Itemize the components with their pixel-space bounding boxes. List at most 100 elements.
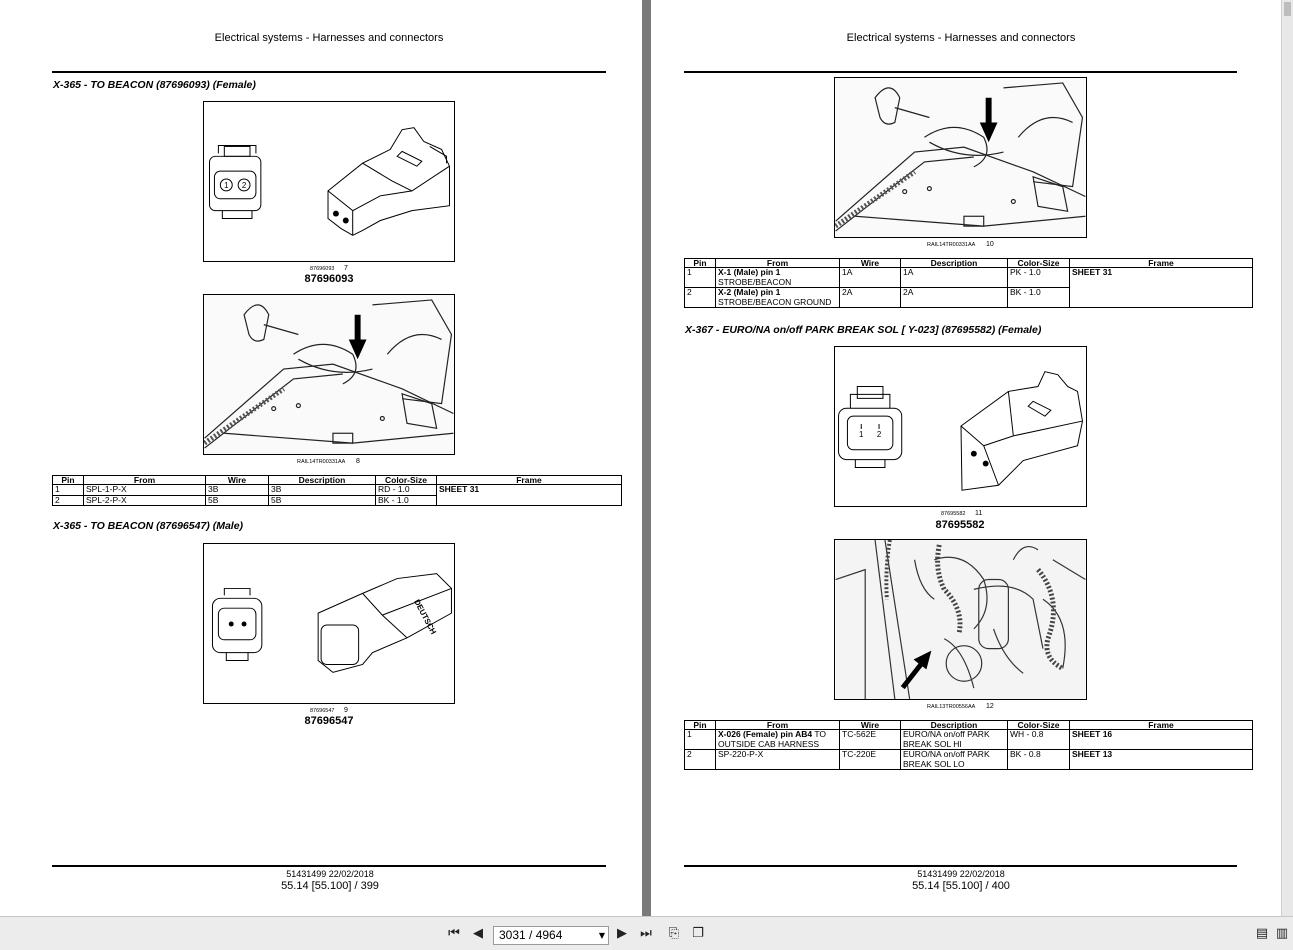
prev-page-icon[interactable]: ◀ <box>473 926 483 941</box>
from-circuit: STROBE/BEACON <box>718 276 792 287</box>
cell-color-size: BK - 1.0 <box>375 494 437 506</box>
cell-color-size: BK - 0.8 <box>1007 749 1070 770</box>
table-row: 1 SPL-1-P-X 3B 3B RD - 1.0 SHEET 31 <box>52 484 622 506</box>
pdf-page-right: Electrical systems - Harnesses and conne… <box>651 0 1281 916</box>
page-number-input[interactable]: 3031 / 4964 ▼ <box>493 926 609 945</box>
cell-from: SP-220-P-X <box>715 749 840 770</box>
cell-frame: SHEET 16 <box>1069 729 1253 750</box>
two-page-view-icon[interactable]: ❐ <box>692 926 704 941</box>
cell-wire: 2A <box>839 287 901 308</box>
last-page-icon[interactable]: ⏭ <box>640 926 652 941</box>
scrollbar-thumb[interactable] <box>1284 2 1291 16</box>
pin-2-label: 2 <box>877 430 881 439</box>
pointer-arrow <box>348 314 367 360</box>
figure-code: 87696547 <box>310 708 335 714</box>
vertical-scrollbar[interactable] <box>1281 0 1293 916</box>
location-photo <box>203 294 455 455</box>
col-header: Description <box>900 258 1008 268</box>
table-header-row: Pin From Wire Description Color-Size Fra… <box>684 258 1253 268</box>
footer-rule <box>52 865 606 867</box>
pdf-page-left: Electrical systems - Harnesses and conne… <box>0 0 642 916</box>
figure-number: 9 <box>344 707 348 714</box>
from-circuit: SP-220-P-X <box>718 749 764 759</box>
page-header: Electrical systems - Harnesses and conne… <box>846 32 1076 44</box>
col-header: Frame <box>1069 258 1253 268</box>
rotate-page-icon[interactable]: ⎘ <box>668 926 680 941</box>
part-number: 87696093 <box>304 273 354 285</box>
figure-number: 12 <box>986 703 994 710</box>
cell-pin: 2 <box>684 287 716 308</box>
col-header: Frame <box>436 475 622 485</box>
pin-2-label: 2 <box>242 181 246 190</box>
cell-color-size: BK - 1.0 <box>1007 287 1070 308</box>
footer-rule <box>684 865 1237 867</box>
section-title: X-365 - TO BEACON (87696093) (Female) <box>53 79 256 91</box>
cell-from: SPL-2-P-X <box>83 494 206 506</box>
cell-pin: 1 <box>684 729 716 750</box>
next-page-icon[interactable]: ▶ <box>617 926 627 941</box>
page-number-value: 3031 / 4964 <box>499 928 563 942</box>
viewer-toolbar: ⏮ ◀ 3031 / 4964 ▼ ▶ ⏭ ⎘ ❐ ▤ ▥ <box>0 916 1293 950</box>
figure-code: 87695582 <box>941 511 966 517</box>
pin-1-label: 1 <box>859 430 863 439</box>
table-row: 1 X-026 (Female) pin AB4 TO OUTSIDE CAB … <box>684 729 1253 750</box>
from-connector: X-1 (Male) pin 1 <box>718 267 781 277</box>
cell-description: 2A <box>900 287 1008 308</box>
table-row: 2 SPL-2-P-X 5B 5B BK - 1.0 <box>52 494 622 506</box>
cell-pin: 2 <box>52 494 84 506</box>
cell-wire: TC-220E <box>839 749 901 770</box>
section-title: X-367 - EURO/NA on/off PARK BREAK SOL [ … <box>685 324 1042 336</box>
from-connector: X-2 (Male) pin 1 <box>718 287 781 297</box>
cell-description: 1A <box>900 267 1008 288</box>
cell-pin: 1 <box>684 267 716 288</box>
connector-figure-male: DEUTSCH <box>203 543 455 704</box>
cell-wire: 3B <box>205 484 269 496</box>
from-circuit: STROBE/BEACON GROUND <box>718 296 832 307</box>
pointer-arrow <box>900 650 932 690</box>
cell-wire: TC-562E <box>839 729 901 750</box>
cell-pin: 1 <box>52 484 84 496</box>
table-row: 2 SP-220-P-X TC-220E EURO/NA on/off PARK… <box>684 749 1253 770</box>
header-rule <box>684 71 1237 73</box>
pin-table: Pin From Wire Description Color-Size Fra… <box>52 475 622 506</box>
cell-description: 5B <box>268 494 376 506</box>
footer-page-number: 55.14 [55.100] / 400 <box>912 880 1010 892</box>
figure-code: RAIL14TR00331AA <box>297 459 346 465</box>
figure-number: 8 <box>356 458 360 465</box>
fit-page-icon[interactable]: ▥ <box>1275 926 1289 941</box>
pin-1-label: 1 <box>224 181 228 190</box>
figure-number: 11 <box>975 510 983 517</box>
cell-frame: SHEET 13 <box>1069 749 1253 770</box>
connector-figure-female: 1 2 <box>203 101 455 262</box>
footer-page-number: 55.14 [55.100] / 399 <box>281 880 379 892</box>
table-header-row: Pin From Wire Description Color-Size Fra… <box>52 475 622 485</box>
part-number: 87695582 <box>935 519 985 531</box>
cell-from: SPL-1-P-X <box>83 484 206 496</box>
figure-code: RAIL14TR00331AA <box>927 242 976 248</box>
cell-description: 3B <box>268 484 376 496</box>
cell-color-size: PK - 1.0 <box>1007 267 1070 288</box>
cell-color-size: WH - 0.8 <box>1007 729 1070 750</box>
cell-frame: SHEET 31 <box>436 484 622 506</box>
deutsch-label: DEUTSCH <box>412 598 438 636</box>
chevron-down-icon[interactable]: ▼ <box>598 931 605 940</box>
cell-description: EURO/NA on/off PARK BREAK SOL HI <box>900 729 1008 750</box>
location-photo <box>834 77 1087 238</box>
pin-labels <box>219 178 349 224</box>
connector-figure-female: 1 2 <box>834 346 1087 507</box>
footer-code: 51431499 22/02/2018 <box>286 869 374 879</box>
cell-description: EURO/NA on/off PARK BREAK SOL LO <box>900 749 1008 770</box>
figure-code: 87696093 <box>310 266 335 272</box>
cell-frame: SHEET 31 <box>1069 267 1253 308</box>
first-page-icon[interactable]: ⏮ <box>448 926 460 941</box>
figure-code: RAIL13TR00556AA <box>927 704 976 710</box>
page-view-icon[interactable]: ▤ <box>1255 926 1269 941</box>
cell-wire: 5B <box>205 494 269 506</box>
col-header: Description <box>268 475 376 485</box>
location-photo <box>834 539 1087 700</box>
footer-code: 51431499 22/02/2018 <box>917 869 1005 879</box>
cell-from: X-026 (Female) pin AB4 TO OUTSIDE CAB HA… <box>715 729 840 750</box>
